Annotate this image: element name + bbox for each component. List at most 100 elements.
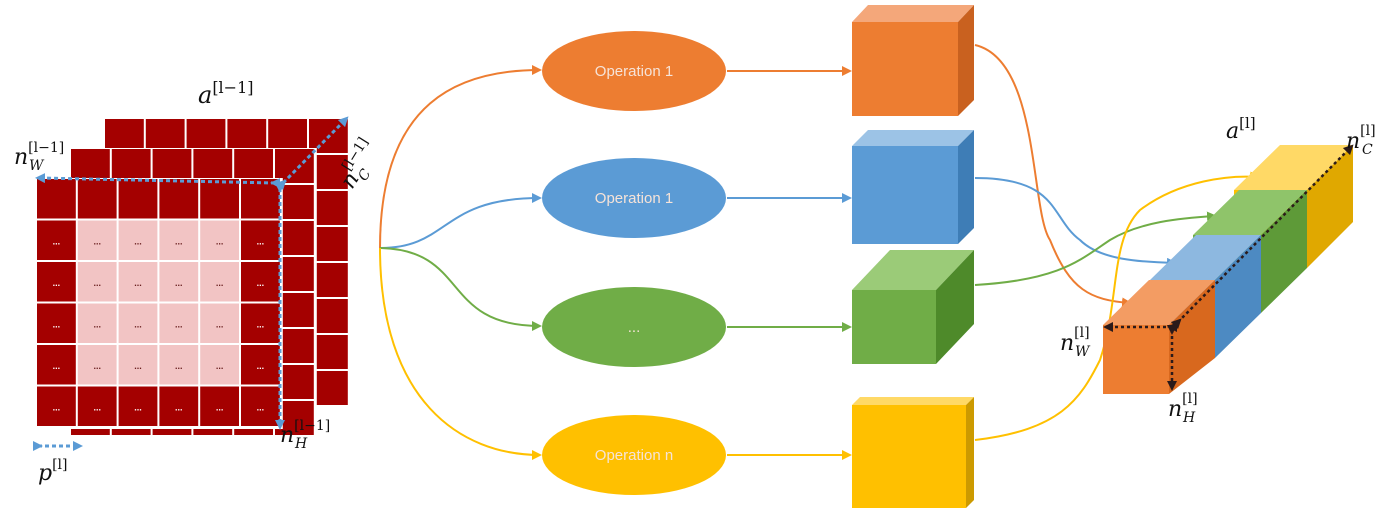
grid-cell-inner xyxy=(77,303,117,343)
connector-to-op1 xyxy=(379,65,542,249)
grid-cell-padding xyxy=(37,262,76,302)
input-a-label: a[l−1] xyxy=(198,78,254,109)
grid-cell-inner xyxy=(77,262,117,302)
grid-cell-padding xyxy=(275,149,314,183)
cube-2-side xyxy=(958,130,974,244)
grid-cell-ellipsis: ... xyxy=(134,278,142,288)
output-nh-subscript: H xyxy=(1182,410,1196,426)
grid-cell-padding xyxy=(200,179,239,219)
grid-cell-ellipsis: ... xyxy=(53,361,61,371)
grid-cell-padding xyxy=(200,386,239,426)
grid-cell-inner xyxy=(118,345,158,385)
grid-cell-ellipsis: ... xyxy=(93,402,101,412)
output-nc-subscript: C xyxy=(1362,142,1373,158)
operation-1-label: Operation 1 xyxy=(595,63,673,80)
grid-cell-padding xyxy=(111,149,151,183)
cube-1-top xyxy=(852,5,974,22)
grid-cell-ellipsis: ... xyxy=(216,319,224,329)
grid-cell-ellipsis: ... xyxy=(134,361,142,371)
output-cube-4 xyxy=(852,397,974,508)
nc-dimension-arrow xyxy=(1170,144,1354,330)
operation-4-ellipse xyxy=(542,415,726,495)
grid-cell-ellipsis: ... xyxy=(175,361,183,371)
operation-2-label: Operation 1 xyxy=(595,190,673,207)
grid-cell-ellipsis: ... xyxy=(175,319,183,329)
output-nh-label: n[l] xyxy=(1168,391,1198,422)
grid-cell-ellipsis: ... xyxy=(93,278,101,288)
grid-cell-padding xyxy=(193,149,233,183)
output-labels: a[l] n[l] C n[l] W n[l] H xyxy=(1060,114,1376,426)
grid-cell-inner xyxy=(200,262,239,302)
grid-cell-padding xyxy=(118,179,158,219)
grid-cell-padding xyxy=(159,179,199,219)
output-cube-3 xyxy=(852,250,974,364)
grid-cell-padding xyxy=(37,386,76,426)
concat-orange-front xyxy=(1103,325,1169,394)
input-dimension-arrows xyxy=(33,116,349,451)
grid-cell-inner xyxy=(159,303,199,343)
operation-2: Operation 1 xyxy=(542,158,726,238)
grid-cell-ellipsis: ... xyxy=(134,236,142,246)
grid-cell-padding xyxy=(268,119,307,153)
grid-cell-padding xyxy=(186,119,226,153)
input-nw-label: n[l−1] xyxy=(14,140,64,170)
output-nw-subscript: W xyxy=(1075,344,1091,360)
grid-cell-padding xyxy=(227,119,267,153)
concat-blue xyxy=(974,177,1177,268)
output-a-label: a[l] xyxy=(1226,114,1256,144)
cube-3-side xyxy=(936,250,974,364)
cube-4-front xyxy=(852,405,966,508)
cube-3-top xyxy=(852,250,974,290)
grid-cell-ellipsis: ... xyxy=(257,236,265,246)
grid-cell-inner xyxy=(77,345,117,385)
grid-cell-padding xyxy=(77,179,117,219)
operation-3-ellipse xyxy=(542,287,726,367)
connector-to-op2 xyxy=(379,193,542,249)
cube-3-front xyxy=(852,290,936,364)
operation-4-label: Operation n xyxy=(595,447,673,464)
nc-prev-dimension-arrow xyxy=(275,116,349,191)
concatenated-output-volume xyxy=(1103,145,1353,394)
output-cube-1 xyxy=(852,5,974,116)
output-nw-label: n[l] xyxy=(1060,325,1090,356)
operation-to-output-arrows xyxy=(727,66,852,460)
grid-cell-ellipsis: ... xyxy=(93,361,101,371)
grid-cell-padding xyxy=(241,386,280,426)
grid-cell-ellipsis: ... xyxy=(93,236,101,246)
grid-cell-padding xyxy=(37,179,76,219)
grid-cell-padding xyxy=(241,262,280,302)
operation-4: Operation n xyxy=(542,415,726,495)
grid-cell-ellipsis: ... xyxy=(134,402,142,412)
input-activation-volume: ........................................… xyxy=(36,118,351,438)
grid-cell-ellipsis: ... xyxy=(53,278,61,288)
operation-2-ellipse xyxy=(542,158,726,238)
operation-3: ... xyxy=(542,287,726,367)
grid-cell-inner xyxy=(200,303,239,343)
grid-cell-ellipsis: ... xyxy=(216,236,224,246)
grid-cell-inner xyxy=(200,345,239,385)
grid-cell-padding xyxy=(241,303,280,343)
grid-cell-ellipsis: ... xyxy=(175,236,183,246)
grid-cell-padding xyxy=(37,345,76,385)
cube-1-front xyxy=(852,22,958,116)
grid-cell-padding xyxy=(241,179,280,219)
input-nh-label: n[l−1] xyxy=(280,418,330,448)
input-layer-front: ........................................… xyxy=(36,178,283,429)
grid-cell-ellipsis: ... xyxy=(53,236,61,246)
grid-cell-ellipsis: ... xyxy=(175,402,183,412)
grid-cell-ellipsis: ... xyxy=(257,361,265,371)
input-nw-subscript: W xyxy=(29,158,45,174)
cube-2-top xyxy=(852,130,974,146)
grid-cell-inner xyxy=(200,220,239,260)
padding-label: p[l] xyxy=(38,457,68,486)
grid-cell-ellipsis: ... xyxy=(257,319,265,329)
cube-2-front xyxy=(852,146,958,244)
concat-orange xyxy=(974,44,1132,308)
grid-cell-ellipsis: ... xyxy=(134,319,142,329)
grid-cell-ellipsis: ... xyxy=(175,278,183,288)
grid-cell-padding xyxy=(105,119,144,153)
connector-to-op4 xyxy=(379,247,542,460)
grid-cell-ellipsis: ... xyxy=(216,402,224,412)
grid-cell-ellipsis: ... xyxy=(257,402,265,412)
grid-cell-ellipsis: ... xyxy=(53,402,61,412)
